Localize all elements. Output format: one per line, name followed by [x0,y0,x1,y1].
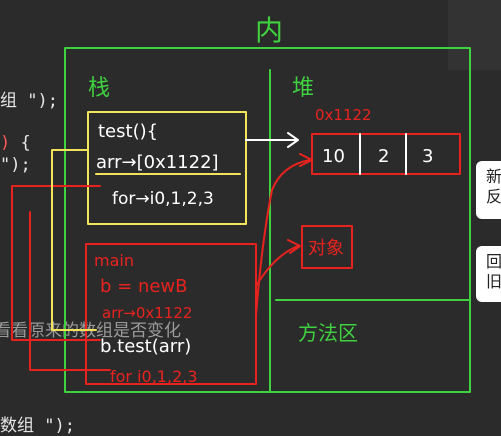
notification-char: 新 [486,167,501,186]
code-line-2: ) { [0,133,31,153]
notification-card-bottom[interactable]: 回 旧 [476,246,501,302]
heap-array-cell-2: 3 [422,146,433,167]
memory-title: 内 [255,14,283,47]
test-frame-line-2: arr→[0x1122] [96,152,219,173]
heap-array-cell-1: 2 [378,146,389,167]
main-frame-line-3: arr→0x1122 [102,304,192,322]
code-brace: { [10,133,31,153]
code-minimap[interactable] [448,0,501,70]
test-call-yellow-arrow [51,149,97,331]
arr-to-heap-arrow [245,132,299,148]
test-frame-line-3: for→i0,1,2,3 [112,189,214,209]
notification-char: 反 [486,187,501,206]
test-frame-line-1: test(){ [98,121,158,142]
stack-label: 栈 [88,76,110,101]
for-loop-line [29,211,111,371]
notification-card-top[interactable]: 新 反 [476,161,501,219]
main-frame-line-1: main [94,251,134,270]
heap-array-box [311,133,461,175]
heap-object-box [301,225,353,269]
heap-array-cell-0: 10 [322,146,345,167]
code-line-3: "); [0,155,31,175]
main-frame-line-2: b = newB [100,276,188,297]
code-line-1: 组 "); [0,91,58,111]
memory-outer-box [64,47,471,393]
code-paren: ) [0,133,11,153]
heap-object-label: 对象 [308,238,344,259]
heap-label: 堆 [292,76,314,101]
test-frame-box [87,111,247,225]
main-arr-to-heap-arrow [255,153,313,316]
notification-char: 回 [486,252,501,271]
call-to-test-arrow [11,185,101,341]
method-area-label: 方法区 [298,321,358,345]
heap-address: 0x1122 [315,106,372,124]
main-frame-line-4: b.test(arr) [100,336,191,357]
main-frame-line-5: for i0,1,2,3 [110,367,198,386]
notification-char: 旧 [486,272,501,291]
